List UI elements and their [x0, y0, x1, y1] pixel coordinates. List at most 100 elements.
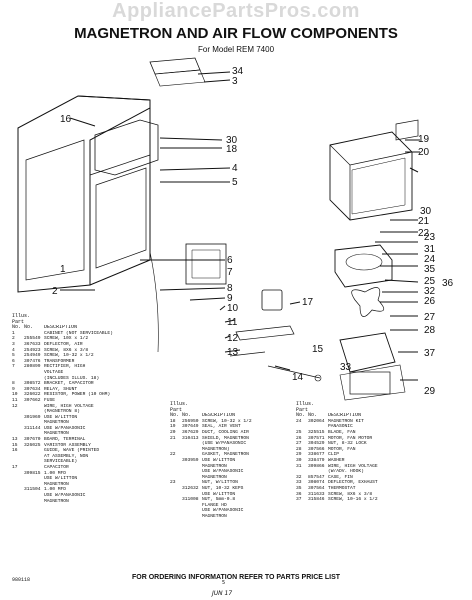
parts-row: MAGNETRON	[170, 514, 280, 520]
parts-row: VOLTAGE	[12, 370, 142, 376]
illus-number: 4	[12, 347, 15, 353]
callout-9: 9	[227, 293, 233, 304]
fan-motor-bracket	[339, 364, 406, 401]
illus-number: 5	[12, 353, 15, 359]
part-description: BOARD, TERMINAL	[44, 437, 86, 443]
part-number: 301969	[24, 414, 41, 420]
illus-number: 6	[12, 358, 15, 364]
transformer	[185, 243, 227, 285]
part-number: 303959	[182, 457, 199, 463]
parts-row: USE W/PANASONIC	[170, 469, 280, 475]
part-description: WASHER	[328, 457, 345, 463]
header-no-no-3: No. No.	[296, 412, 318, 419]
part-description: DEFLECTOR, AIR	[44, 341, 83, 347]
callout-18: 18	[226, 144, 238, 155]
part-description: FUSE	[44, 397, 56, 403]
part-description: USE W/LITTON	[44, 476, 78, 482]
part-description: VARISTOR ASSEMBLY	[44, 442, 91, 448]
cooling-air-duct	[329, 131, 413, 221]
callout-5: 5	[232, 177, 238, 188]
illus-number: 1	[12, 330, 15, 336]
part-number: 308572	[24, 381, 41, 387]
part-description: NUT, W/LITTON	[202, 480, 238, 486]
part-description: MAGNETRON	[44, 498, 69, 504]
parts-row: (INCLUDES ILLUS. 18)	[12, 376, 142, 382]
callout-17: 17	[302, 297, 314, 308]
part-number: 338479	[308, 457, 325, 463]
illus-number: 31	[296, 463, 302, 469]
part-number: 254923	[24, 347, 41, 353]
illus-number: 3	[12, 341, 15, 347]
part-description: GASKET, MAGNETRON	[202, 452, 249, 458]
part-description: USE W/PANASONIC	[202, 469, 244, 475]
part-description: USE W/PANASONIC	[44, 425, 86, 431]
parts-row: (MAGNETRON 8)	[12, 409, 142, 415]
callout-15: 15	[312, 344, 324, 355]
part-description: SHIELD, MAGNETRON	[202, 435, 249, 441]
site-watermark: AppliancePartsPros.com	[112, 0, 360, 22]
page-number: 5	[222, 580, 226, 586]
part-number: 311633	[308, 491, 325, 497]
callout-4: 4	[232, 163, 238, 174]
part-number: 311504	[24, 487, 41, 493]
part-number: 307564	[308, 485, 325, 491]
callout-6: 6	[227, 255, 233, 266]
parts-row: (W/ADV. HOOK)	[296, 469, 456, 475]
callout-20: 20	[418, 147, 430, 158]
part-description: MAGNETRON KIT	[328, 418, 364, 424]
part-description: SCREW, 10-32 x 1/2	[202, 418, 252, 424]
part-description: DEFLECTOR, EXHAUST	[328, 480, 378, 486]
document-number: 980118	[12, 577, 31, 583]
parts-row: MAGNETRON	[12, 431, 142, 437]
part-number: 312632	[182, 485, 199, 491]
part-number: 326025	[24, 442, 41, 448]
illus-number: 33	[296, 480, 302, 486]
part-description: WIRE, HIGH VOLTAGE	[328, 463, 378, 469]
part-description: MAGNETRON)	[202, 446, 230, 452]
illus-number	[12, 499, 24, 505]
illus-number: 30	[296, 457, 302, 463]
parts-row: FLANGE HD	[170, 503, 280, 509]
part-description: 1.00 MFD	[44, 487, 67, 493]
header-description-2: DESCRIPTION	[202, 413, 236, 419]
part-description: CLIP	[328, 452, 340, 458]
parts-row: MAGNETRON	[12, 482, 142, 488]
part-description: RECTIFIER, HIGH	[44, 364, 86, 370]
illus-number: 22	[170, 452, 176, 458]
callout-19: 19	[418, 134, 430, 145]
parts-row: AT ASSEMBLY, NON	[12, 454, 142, 460]
part-description: USE W/LITTON	[202, 457, 236, 463]
part-number: 857547	[308, 474, 325, 480]
part-number: 307662	[24, 397, 41, 403]
part-number	[182, 514, 202, 520]
part-description: (MAGNETRON 8)	[44, 409, 80, 415]
part-number: 326022	[24, 392, 41, 398]
part-description: RESISTOR, POWER (10 OHM)	[44, 392, 111, 398]
part-description: BRACKET, CAPACITOR	[44, 381, 94, 387]
illus-number: 29	[296, 452, 302, 458]
part-description: TRANSFORMER	[44, 358, 75, 364]
header-illus: Illus. Part	[12, 313, 31, 325]
callout-28: 28	[424, 325, 436, 336]
illus-number: 2	[12, 336, 15, 342]
part-description: MAGNETRON	[202, 513, 227, 519]
callout-32: 32	[424, 286, 436, 297]
part-number: 367629	[182, 429, 199, 435]
